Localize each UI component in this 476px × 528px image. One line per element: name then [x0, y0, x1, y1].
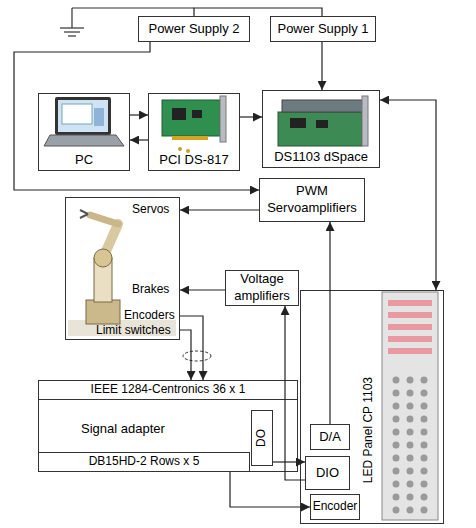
connector-box: DB15HD-2 Rows x 5: [38, 452, 250, 472]
node-label: Limit switches: [96, 323, 171, 339]
connector-arrow: [180, 289, 225, 290]
connector-arrow: [240, 116, 262, 117]
connector-arrow: [130, 114, 148, 115]
connector-arrow: [180, 209, 259, 210]
ground-wire: [71, 8, 72, 28]
panel-led-row: [388, 324, 432, 330]
amplifier-box: PWM Servoamplifiers: [259, 178, 365, 222]
node-label: Voltage amplifiers: [226, 271, 298, 305]
card-box: PCI DS-817: [148, 93, 240, 171]
connector-arrow: [130, 139, 148, 140]
pci-bracket: [220, 96, 226, 142]
connector-arrow: [285, 306, 305, 480]
node-label: PCI DS-817: [149, 152, 239, 169]
connector-arrow: [194, 8, 322, 16]
node-label: DB15HD-2 Rows x 5: [89, 454, 200, 470]
laptop-picture: [44, 97, 124, 146]
ground-bar: [68, 35, 76, 36]
pci-chip: [172, 108, 186, 120]
pci-board: [162, 100, 220, 136]
node-label: LED Panel CP 1103: [361, 377, 377, 483]
robot-box: ServosBrakesEncodersLimit switches: [65, 197, 180, 340]
node-label: PC: [39, 152, 129, 169]
panel-connectors: [393, 380, 400, 515]
port-box: DO: [251, 410, 273, 466]
pci-screw: [178, 147, 182, 151]
ground-wire: [72, 7, 194, 8]
dspace-board-picture: [278, 96, 368, 146]
pci-chip: [192, 110, 202, 118]
power-supply-box: Power Supply 2: [138, 16, 250, 42]
power-supply-box: Power Supply 1: [270, 16, 376, 42]
connector-arrow: [230, 472, 310, 507]
panel-led-row: [388, 348, 432, 354]
robot-base: [86, 300, 120, 324]
connector-box: IEEE 1284-Centronics 36 x 1: [38, 380, 298, 400]
node-label: Power Supply 2: [148, 21, 239, 38]
controller-box: DS1103 dSpace: [262, 90, 380, 168]
panel-face: [382, 292, 438, 520]
panel-led-row: [388, 300, 432, 306]
node-label: Encoder: [313, 499, 358, 515]
node-label: Power Supply 1: [277, 21, 368, 38]
ground-bar: [64, 31, 80, 32]
pci-fingers: [172, 136, 208, 140]
laptop-screen: [58, 100, 108, 132]
connector-arrow: [321, 42, 322, 90]
dspace-chip: [316, 120, 328, 128]
dspace-bracket: [362, 96, 368, 146]
port-box: DIO: [305, 456, 350, 490]
laptop-screen-frame: [55, 97, 111, 135]
robot-gripper: [80, 210, 88, 218]
robot-arm-picture: [68, 210, 176, 336]
amplifier-box: Voltage amplifiers: [225, 270, 299, 306]
panel-connectors: [421, 380, 428, 515]
laptop-window: [94, 108, 104, 126]
node-label: Signal adapter: [81, 421, 165, 438]
laptop-window: [62, 104, 92, 124]
pci-card-picture: [162, 96, 226, 153]
node-label: Encoders: [124, 308, 175, 324]
node-label: PWM Servoamplifiers: [260, 183, 364, 217]
panel-led-row: [388, 312, 432, 318]
robot-forearm: [90, 215, 118, 224]
dspace-board: [278, 112, 362, 146]
panel-connectors: [407, 380, 414, 515]
connector-arrow: [14, 42, 259, 190]
connector-arrow: [329, 222, 330, 424]
dspace-chip: [290, 118, 306, 128]
laptop-base: [44, 135, 124, 146]
panel-box: LED Panel CP 1103 D/A DIO Encoder: [300, 290, 444, 524]
node-label: IEEE 1284-Centronics 36 x 1: [91, 382, 246, 398]
node-label: D/A: [319, 429, 341, 446]
dspace-rail: [282, 100, 366, 112]
connector-arrow: [380, 100, 436, 290]
panel-led-row: [388, 336, 432, 342]
node-label: Brakes: [132, 282, 169, 298]
port-box: Encoder: [310, 494, 360, 520]
robot-shoulder: [94, 249, 112, 267]
cable-bundle: [183, 351, 211, 361]
connector-arrow: [180, 330, 191, 380]
node-label: DIO: [316, 465, 339, 482]
port-box: D/A: [310, 424, 350, 450]
led-panel-picture: [382, 292, 438, 520]
node-label: DS1103 dSpace: [263, 149, 379, 166]
node-label: Servos: [132, 202, 169, 218]
node-label: DO: [254, 429, 270, 447]
connector-arrow: [180, 316, 203, 380]
ground-bar: [60, 27, 84, 28]
computer-box: PC: [38, 93, 130, 171]
adapter-box: Signal adapter IEEE 1284-Centronics 36 x …: [38, 380, 298, 472]
